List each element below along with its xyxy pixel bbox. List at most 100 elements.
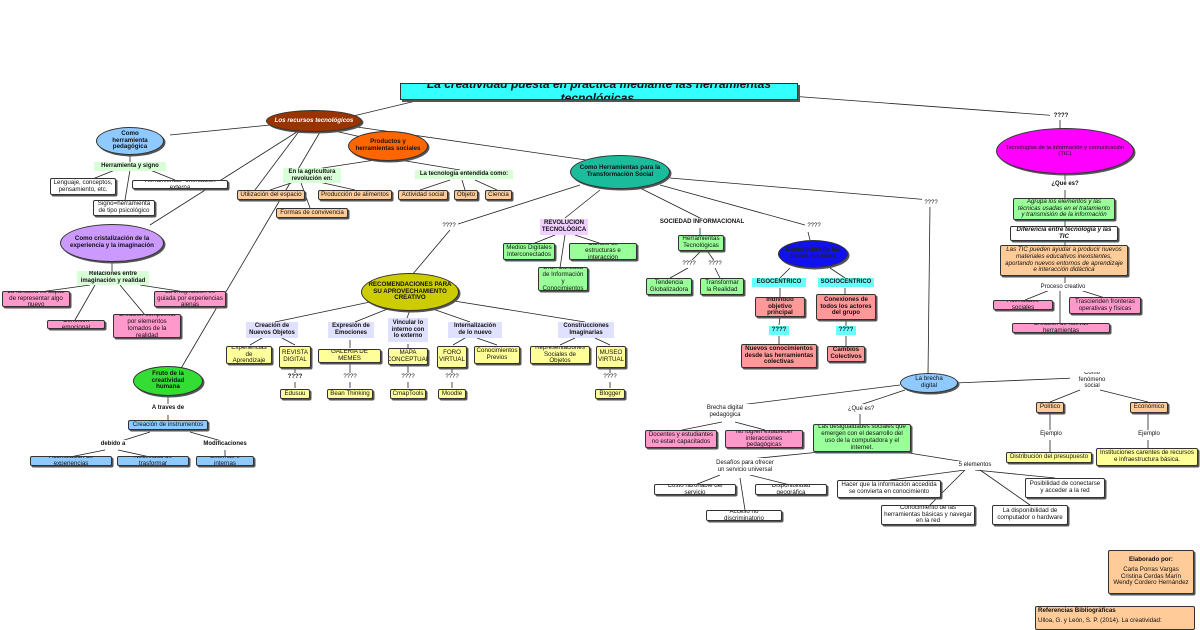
node-bean: Bean Thinking [327, 389, 373, 399]
node-fenomeno: Como fenómeno social [1070, 372, 1114, 388]
credits-box: Elaborado por: Carla Porras Vargas Crist… [1108, 550, 1194, 594]
node-herramientas-orient: Herramientas=orientación externa [132, 180, 228, 189]
node-herramienta-signo: Herramienta y signo [94, 162, 166, 171]
node-productos: Productos y herramientas sociales [348, 131, 428, 161]
node-desigualdades: Las desigualdades sociales que emergen c… [813, 424, 911, 452]
node-actividad: Actividad social [398, 190, 448, 200]
node-cristalizacion: Como cristalización de la experiencia y … [60, 224, 164, 262]
node-disponibilidad: Disponibilidad geográfica [755, 484, 827, 495]
node-conocimiento-herr: Conocimiento de las herramientas básicas… [881, 505, 975, 525]
node-cambio: Cambio de estructuras e interacción [569, 243, 637, 260]
node-experiencias: Experiencias de Aprendizaje [226, 346, 272, 364]
reference-entry: Ulloa, G. y León, S. P. (2014). La creat… [1038, 616, 1162, 624]
node-que-es: ¿Qué es? [1045, 180, 1085, 189]
link-label: ???? [341, 373, 359, 381]
node-redes-sociales: Concepción de las Redes Sociales [778, 240, 848, 268]
link-label: ???? [601, 373, 619, 381]
node-blogger: Blogger [595, 389, 625, 399]
node-expresion: Expresión de Emociones [328, 322, 374, 338]
node-tecnologia-como: La tecnología entendida como: [415, 170, 513, 179]
node-tendencia: Tendencia Globalizadora [646, 278, 692, 295]
node-revista: REVISTA DIGITAL [279, 346, 311, 368]
node-utilizacion: Utilización del espacio [237, 190, 305, 200]
node-modificaciones: Modificaciones [198, 440, 252, 449]
node-galeria: GALERÍA DE MEMES [318, 349, 381, 363]
node-cambios-col: Cambios Colectivos [827, 346, 865, 362]
node-trascienden: Trascienden fronteras operativas y físic… [1069, 297, 1141, 314]
link-label: ???? [286, 373, 304, 381]
link-label: ???? [836, 326, 856, 335]
node-externas: Externas e internas [196, 456, 254, 466]
node-produccion: Producción de alimentos [318, 190, 392, 200]
node-conexion: Conexión emocional [47, 320, 105, 329]
link-label: ???? [1050, 112, 1072, 120]
node-tic: Tecnologías de la información y comunica… [996, 128, 1134, 174]
link-label: ???? [805, 222, 823, 230]
node-politico: Político [1036, 402, 1064, 413]
node-agricultura: En la agricultura revolución en: [283, 168, 341, 183]
node-egocentrico: EGOCÉNTRICO [752, 278, 806, 287]
credits-author: Cristina Cerdas Marín [1120, 572, 1182, 580]
link-label: ???? [769, 326, 789, 335]
node-distribucion: Distribución del presupuesto [1006, 452, 1092, 463]
node-museo: MUSEO VIRTUAL [596, 346, 626, 368]
node-debido: debido a [95, 440, 131, 449]
node-ciencia: Ciencia [485, 190, 512, 200]
node-individuo: Individuo objetivo principal [755, 297, 805, 317]
node-instituciones: Instituciones carentes de recursos e inf… [1096, 448, 1198, 466]
credits-author: Carla Porras Vargas [1123, 565, 1179, 573]
link-label: ???? [680, 260, 698, 268]
node-la-disp: La disponibilidad de computador o hardwa… [992, 505, 1068, 525]
node-creacion-herr: Creación de nuevas herramientas [1012, 323, 1110, 333]
node-ejemplo-1: Ejemplo [1036, 430, 1066, 439]
node-conocimientos: Conocimientos Previos [474, 346, 520, 364]
node-elementos: 5 elementos [955, 461, 995, 470]
node-nuevos-conoc: Nuevos conocimientos desde las herramien… [741, 344, 817, 368]
node-cmap: CmapTools [390, 389, 426, 399]
node-costo: Costo razonable del servicio [654, 484, 736, 495]
node-herr-tecno: Herramientas Tecnológicas [678, 235, 724, 251]
link-label: ???? [399, 373, 417, 381]
map-title: La creatividad puesta en práctica median… [400, 83, 798, 100]
node-transformar: Transformar la Realidad [700, 278, 744, 295]
node-las-tic: Las TIC pueden ayudar a producir nuevos … [1000, 245, 1128, 276]
node-transformacion: Como Herramientas para la Transformación… [570, 155, 670, 189]
node-brecha-ped: Brecha digital pedagógica [700, 404, 750, 420]
node-creacion-instr: Creación de instrumentos [128, 420, 208, 430]
node-fruto: Fruto de la creatividad humana [133, 366, 203, 396]
node-objeto: Objeto [454, 190, 478, 200]
node-brecha: La brecha digital [900, 373, 958, 393]
node-lenguaje: Lenguaje, conceptos, pensamiento, etc. [50, 178, 116, 195]
link-label: ???? [922, 199, 940, 207]
link-label: ???? [706, 260, 724, 268]
node-formas: Formas de convivencia [276, 208, 348, 218]
node-acceso: Acceso no discriminatorio [706, 510, 782, 521]
node-economico: Económico [1130, 402, 1168, 413]
node-diferencia: Diferencia entre tecnología y las TIC [1010, 226, 1118, 241]
node-proceso: Proceso creativo [1038, 283, 1088, 291]
node-construcciones: Construcciones Imaginarias [558, 322, 614, 338]
link-label: ???? [443, 373, 461, 381]
node-actividades: Actividades sociales [993, 300, 1053, 310]
credits-heading: Elaborado por: [1128, 555, 1173, 563]
node-recursos: Los recursos tecnológicos [266, 110, 362, 132]
node-necesidad: Necesidad de trasformar [117, 456, 189, 466]
node-recomendaciones: RECOMENDACIONES PARA SU APROVECHAMIENTO … [361, 273, 459, 311]
node-conexiones: Conexiones de todos los actores del grup… [816, 294, 876, 320]
node-creacion-obj: Creación de Nuevos Objetos [246, 322, 298, 338]
node-medios: Medios Digitales Interconectados [503, 243, 555, 260]
references-heading: Referencias Bibliográficas [1038, 607, 1116, 614]
node-sociocentrico: SOCIOCÉNTRICO [818, 278, 874, 287]
node-no-logren: No logren establecer interacciones pedag… [725, 430, 803, 448]
credits-author: Wendy Cordero Hernández [1113, 579, 1189, 587]
node-posibilidad: Posibilidad de conectarse y acceder a la… [1025, 478, 1105, 498]
node-a-traves: A traves de [145, 404, 191, 413]
node-foro: FORO VIRTUAL [437, 346, 467, 368]
node-ejemplo-2: Ejemplo [1134, 430, 1164, 439]
node-desafios: Desafíos para ofrecer un servicio univer… [710, 458, 780, 475]
node-creacion-comp: Creación compuesta por elementos tomados… [113, 314, 181, 338]
node-acumulacion: Acumulación de experiencias [30, 456, 112, 466]
node-moodle: Moodle [438, 389, 466, 399]
node-pedagogica: Como herramienta pedagógica [96, 127, 164, 155]
node-docentes: Docentes y estudiantes no estan capacita… [645, 430, 717, 448]
